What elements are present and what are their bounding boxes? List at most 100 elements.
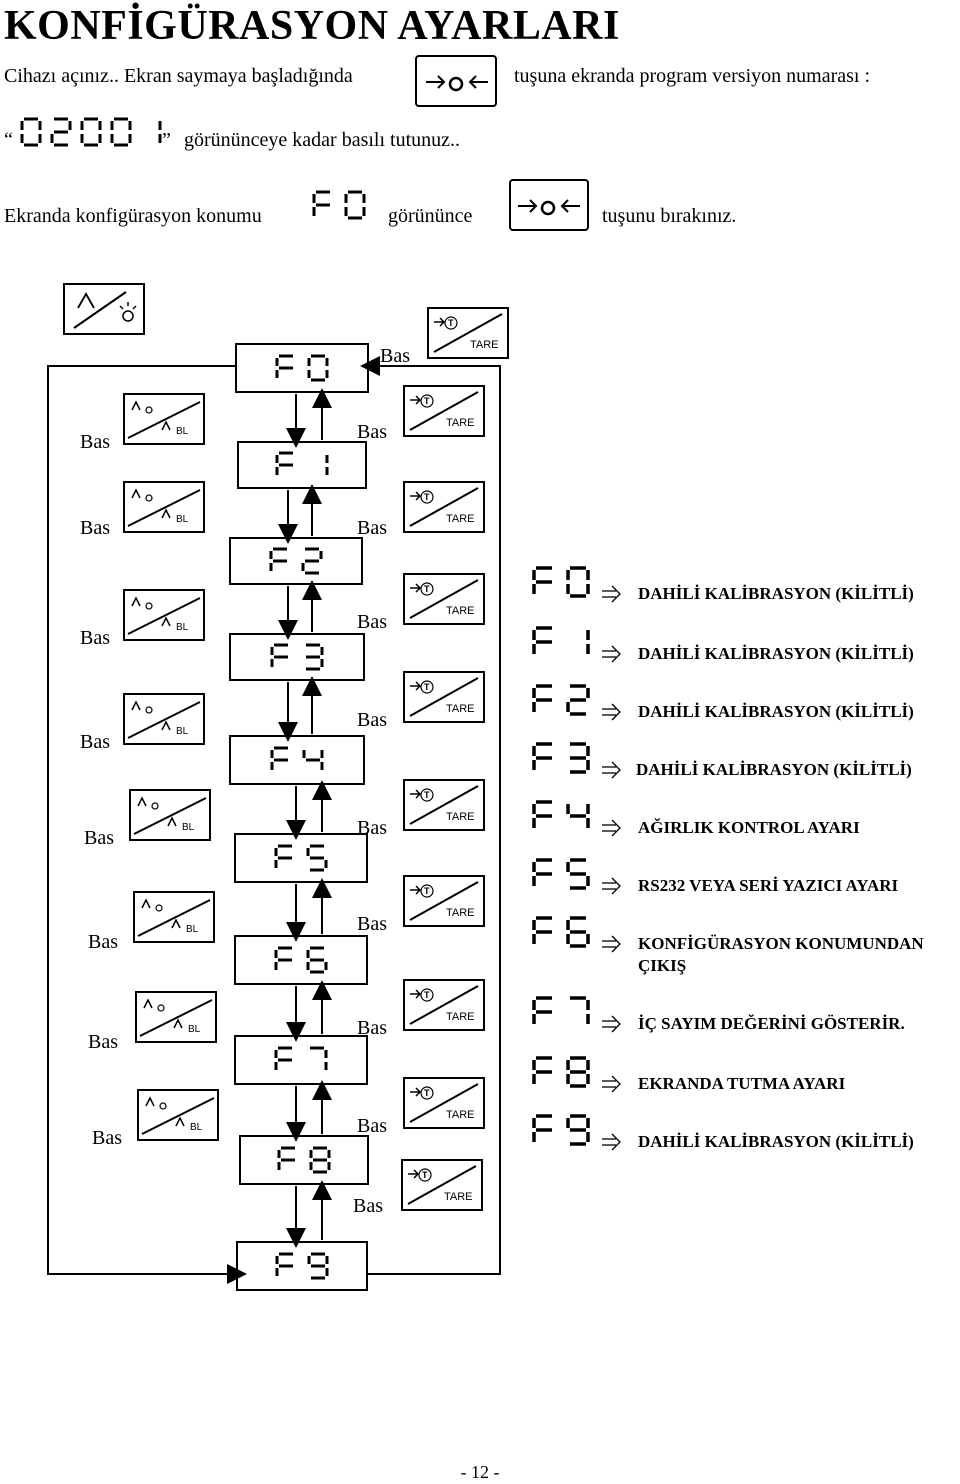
svg-text:BL: BL [190,1122,203,1133]
tare-key-icon[interactable]: T TARE [403,573,485,625]
implies-icon [602,819,621,837]
display-f0 [235,343,369,393]
legend-code-f1 [532,626,590,654]
display-f9 [236,1241,368,1291]
svg-text:BL: BL [176,426,189,437]
legend-code-f7 [532,996,590,1024]
svg-text:TARE: TARE [446,605,475,617]
version-display [20,117,162,147]
svg-text:BL: BL [176,726,189,737]
display-f7 [234,1035,368,1085]
svg-text:BL: BL [182,822,195,833]
legend-text: DAHİLİ KALİBRASYON (KİLİTLİ) [638,702,914,721]
loop-right-line [360,356,501,1275]
flow-diagram: T TARE T TARE T TARE T TARE T TARE T TARE T TARE T TARE… [47,283,509,1291]
tare-key-icon[interactable]: T TARE [403,979,485,1031]
bas-label: Bas [80,517,110,539]
bas-label: Bas [357,709,387,731]
tare-key-icon[interactable]: T TARE [403,779,485,831]
legend-text: DAHİLİ KALİBRASYON (KİLİTLİ) [638,584,914,603]
implies-icon [602,1075,621,1093]
backlight-key-icon[interactable]: BL [123,693,205,745]
implies-icon [602,877,621,895]
svg-text:TARE: TARE [446,703,475,715]
bas-label: Bas [92,1127,122,1149]
intro-line2-b: görününceye kadar basılı tutunuz.. [184,129,461,151]
bas-label: Bas [84,827,114,849]
svg-text:T: T [424,1088,430,1098]
svg-text:BL: BL [186,924,199,935]
implies-icon [602,645,621,663]
legend-text-continued: ÇIKIŞ [638,956,687,975]
intro-open-quote: “ [4,129,13,151]
implies-icon [602,585,621,603]
backlight-key-icon[interactable]: BL [123,589,205,641]
legend-code-f0 [532,566,590,598]
backlight-key-icon[interactable]: BL [123,393,205,445]
backlight-key-icon[interactable]: BL [135,991,217,1043]
bas-label: Bas [80,627,110,649]
legend-code-f2 [532,684,590,716]
svg-text:T: T [424,790,430,800]
intro-line1-b: tuşuna ekranda program versiyon numarası… [514,65,871,87]
svg-text:TARE: TARE [446,1109,475,1121]
backlight-key-icon[interactable]: BL [137,1089,219,1141]
tare-key-icon[interactable]: T TARE [403,481,485,533]
svg-text:T: T [424,492,430,502]
legend-code-f6 [532,916,590,948]
f0-inline-display [312,190,366,220]
svg-text:T: T [448,318,454,328]
intro-line1-a: Cihazı açınız.. Ekran saymaya başladığın… [4,65,353,87]
legend-code-f9 [532,1114,590,1146]
legend-text: RS232 VEYA SERİ YAZICI AYARI [638,876,899,895]
page-number: - 12 - [460,1462,500,1482]
svg-text:BL: BL [188,1024,201,1035]
legend-text: DAHİLİ KALİBRASYON (KİLİTLİ) [638,644,914,663]
legend-code-f8 [532,1056,590,1088]
legend-text: KONFİGÜRASYON KONUMUNDAN [638,934,924,953]
zero-key-icon[interactable] [509,179,589,231]
legend-text: İÇ SAYIM DEĞERİNİ GÖSTERİR. [638,1014,905,1033]
tare-key-icon[interactable]: T TARE [403,1077,485,1129]
backlight-toggle-key-icon[interactable] [63,283,145,335]
tare-key-icon[interactable]: T TARE [427,307,509,359]
svg-text:T: T [422,1170,428,1180]
zero-key-icon[interactable] [415,55,497,107]
svg-text:TARE: TARE [444,1191,473,1203]
loop-left-line [47,365,247,1284]
bas-label: Bas [357,817,387,839]
legend-text: AĞIRLIK KONTROL AYARI [638,818,860,837]
implies-icon [602,703,621,721]
legend-code-f4 [532,800,590,828]
svg-text:TARE: TARE [446,811,475,823]
svg-text:TARE: TARE [470,339,499,351]
svg-text:TARE: TARE [446,907,475,919]
implies-icon [602,1015,621,1033]
bas-label: Bas [357,517,387,539]
bas-label: Bas [357,913,387,935]
tare-key-icon[interactable]: T TARE [401,1159,483,1211]
svg-text:TARE: TARE [446,1011,475,1023]
backlight-key-icon[interactable]: BL [123,481,205,533]
intro-line3-c: tuşunu bırakınız. [602,205,737,227]
bas-label: Bas [380,345,410,367]
svg-text:T: T [424,990,430,1000]
legend-code-f5 [532,858,590,890]
bas-label: Bas [80,431,110,453]
svg-text:T: T [424,396,430,406]
bas-label: Bas [357,421,387,443]
legend-text: DAHİLİ KALİBRASYON (KİLİTLİ) [636,760,912,779]
bas-label: Bas [353,1195,383,1217]
implies-icon [602,935,621,953]
intro-line3-a: Ekranda konfigürasyon konumu [4,205,262,227]
intro-graphics [20,55,589,231]
backlight-key-icon[interactable]: BL [133,891,215,943]
svg-text:T: T [424,584,430,594]
intro-close-quote: ” [162,129,171,151]
backlight-key-icon[interactable]: BL [129,789,211,841]
svg-text:TARE: TARE [446,513,475,525]
legend-text: DAHİLİ KALİBRASYON (KİLİTLİ) [638,1132,914,1151]
